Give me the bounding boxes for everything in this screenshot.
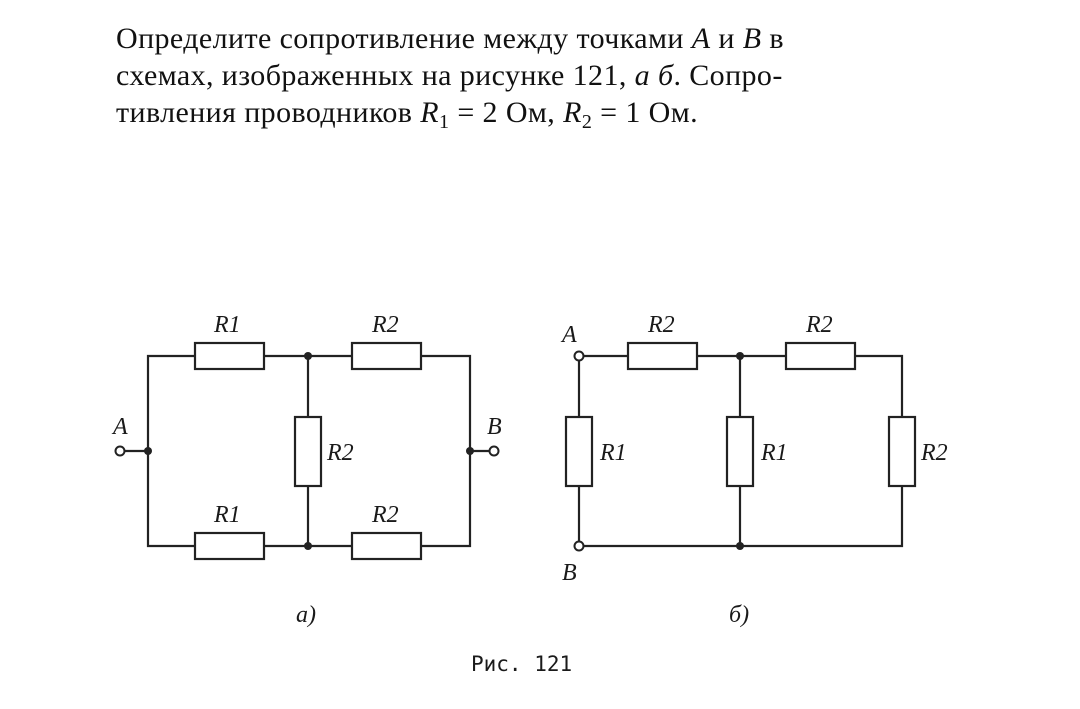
resistor — [350, 531, 423, 561]
resistor — [887, 415, 917, 488]
resistor-label: R1 — [760, 440, 788, 466]
problem-text-fragment: . Сопро- — [673, 59, 783, 92]
resistor-label: R2 — [805, 312, 833, 338]
resistor-label: R2 — [326, 440, 354, 466]
r1-symbol: R — [420, 96, 440, 129]
r2-symbol: R — [563, 96, 582, 129]
junction-node — [144, 447, 152, 455]
r2-value: = 1 Ом. — [592, 96, 699, 129]
resistor — [193, 341, 266, 371]
wire — [855, 354, 904, 417]
resistor — [350, 341, 423, 371]
resistor-label: R2 — [647, 312, 675, 338]
resistor-label: R1 — [213, 502, 241, 528]
resistor — [784, 341, 857, 371]
circuit-b: R2 R2 R1 R1 R2 A B б) — [560, 312, 948, 628]
figure-reference: а б — [634, 59, 674, 92]
junction-node — [304, 542, 312, 550]
problem-line-1: Определите сопротивление между точками A… — [116, 20, 1006, 57]
resistor — [193, 531, 266, 561]
r2-subscript: 2 — [581, 111, 593, 133]
terminal-b — [573, 540, 585, 552]
r1-value: = 2 Ом, — [449, 96, 564, 129]
problem-text: Определите сопротивление между точками A… — [116, 20, 1006, 133]
resistor-label: R1 — [599, 440, 627, 466]
terminal-label: B — [562, 560, 577, 586]
junction-node — [466, 447, 474, 455]
resistor-label: R2 — [371, 502, 399, 528]
problem-text-fragment: в — [761, 22, 784, 55]
resistor — [564, 415, 594, 488]
wire — [146, 451, 195, 548]
problem-text-fragment: схемах, изображенных на рисунке 121, — [116, 59, 635, 92]
terminal-b — [488, 445, 500, 457]
figure-caption: Рис. 121 — [471, 652, 572, 676]
terminal-a — [573, 350, 585, 362]
wire — [421, 451, 472, 548]
subfigure-caption: б) — [729, 602, 749, 628]
resistor-label: R1 — [213, 312, 241, 338]
junction-node — [304, 352, 312, 360]
terminal-label: B — [487, 414, 502, 440]
wire — [579, 486, 904, 548]
point-b-symbol: B — [742, 22, 762, 55]
resistor — [725, 415, 755, 488]
point-a-symbol: A — [691, 22, 711, 55]
resistor — [626, 341, 699, 371]
resistor-label: R2 — [920, 440, 948, 466]
subfigure-caption: а) — [296, 602, 316, 628]
junction-node — [736, 542, 744, 550]
junction-node — [736, 352, 744, 360]
problem-text-fragment: и — [710, 22, 743, 55]
terminal-label: A — [111, 414, 128, 440]
problem-line-3: тивления проводников R1 = 2 Ом, R2 = 1 О… — [116, 94, 1006, 133]
wire — [146, 354, 195, 451]
circuit-a: R1 R2 R1 R2 R2 A B а) — [111, 312, 502, 628]
problem-line-2: схемах, изображенных на рисунке 121, а б… — [116, 57, 1006, 94]
r1-subscript: 1 — [439, 111, 450, 133]
terminal-a — [114, 445, 126, 457]
problem-text-fragment: тивления проводников — [116, 96, 421, 129]
wire — [421, 354, 472, 451]
terminal-label: A — [560, 322, 577, 348]
resistor-label: R2 — [371, 312, 399, 338]
problem-text-fragment: Определите сопротивление между точками — [116, 22, 692, 55]
resistor — [293, 415, 323, 488]
